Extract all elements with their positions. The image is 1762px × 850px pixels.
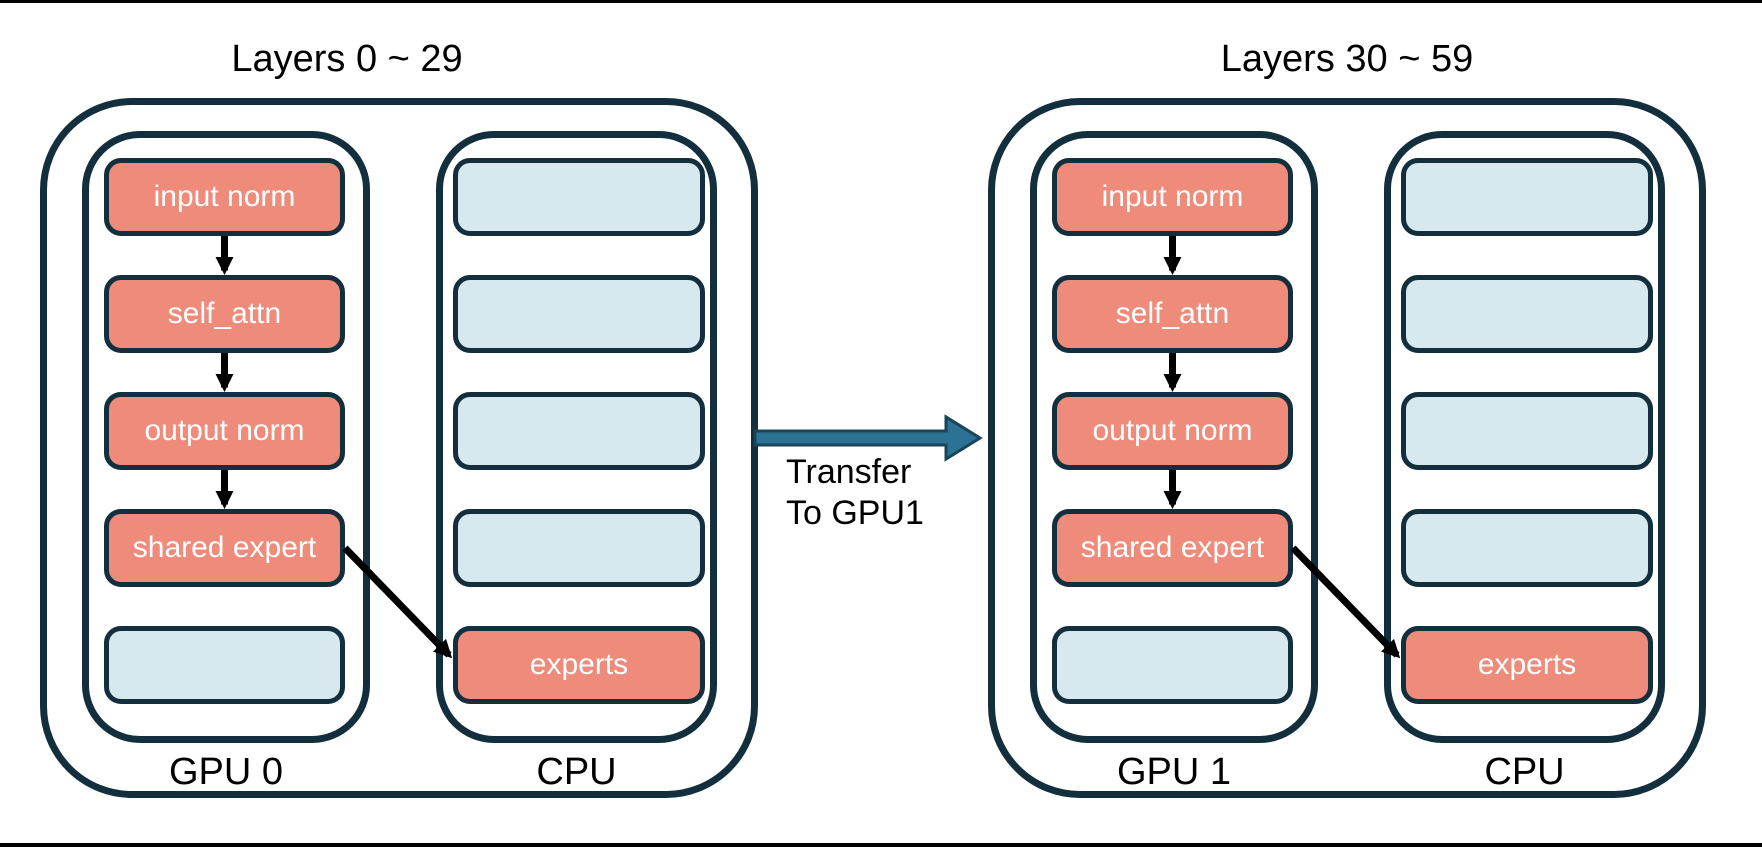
cpu-slot-empty — [1401, 158, 1653, 236]
cpu-slot-empty — [453, 275, 705, 353]
layer-group-0-29: Layers 0 ~ 29 input norm self_attn outpu… — [40, 0, 758, 850]
group-title: Layers 30 ~ 59 — [1220, 38, 1474, 80]
module-box-empty — [1052, 626, 1293, 704]
module-box-self-attn: self_attn — [1052, 275, 1293, 353]
module-box-shared-expert: shared expert — [104, 509, 345, 587]
transfer-label-line1: Transfer — [786, 453, 912, 491]
bottom-frame-line — [0, 843, 1762, 847]
gpu0-label: GPU 0 — [168, 751, 284, 793]
gpu1-label: GPU 1 — [1116, 751, 1232, 793]
cpu-slot-empty — [1401, 275, 1653, 353]
module-box-shared-expert: shared expert — [1052, 509, 1293, 587]
module-box-input-norm: input norm — [1052, 158, 1293, 236]
module-box-output-norm: output norm — [1052, 392, 1293, 470]
cpu-slot-empty — [1401, 392, 1653, 470]
node-boundary: input norm self_attn output norm shared … — [988, 98, 1706, 798]
cpu-slot-empty — [453, 392, 705, 470]
cpu-label: CPU — [536, 751, 617, 793]
module-box-self-attn: self_attn — [104, 275, 345, 353]
group-title: Layers 0 ~ 29 — [231, 38, 463, 80]
cpu-slot-empty — [1401, 509, 1653, 587]
module-box-experts: experts — [1401, 626, 1653, 704]
module-box-empty — [104, 626, 345, 704]
layer-group-30-59: Layers 30 ~ 59 input norm self_attn outp… — [988, 0, 1706, 850]
module-box-input-norm: input norm — [104, 158, 345, 236]
transfer-label: Transfer To GPU1 — [786, 452, 924, 534]
cpu-label: CPU — [1484, 751, 1565, 793]
top-frame-line — [0, 0, 1762, 3]
cpu-slot-empty — [453, 509, 705, 587]
node-boundary: input norm self_attn output norm shared … — [40, 98, 758, 798]
transfer-arrow — [753, 414, 983, 462]
cpu-slot-empty — [453, 158, 705, 236]
transfer-label-line2: To GPU1 — [786, 494, 924, 532]
module-box-experts: experts — [453, 626, 705, 704]
module-box-output-norm: output norm — [104, 392, 345, 470]
